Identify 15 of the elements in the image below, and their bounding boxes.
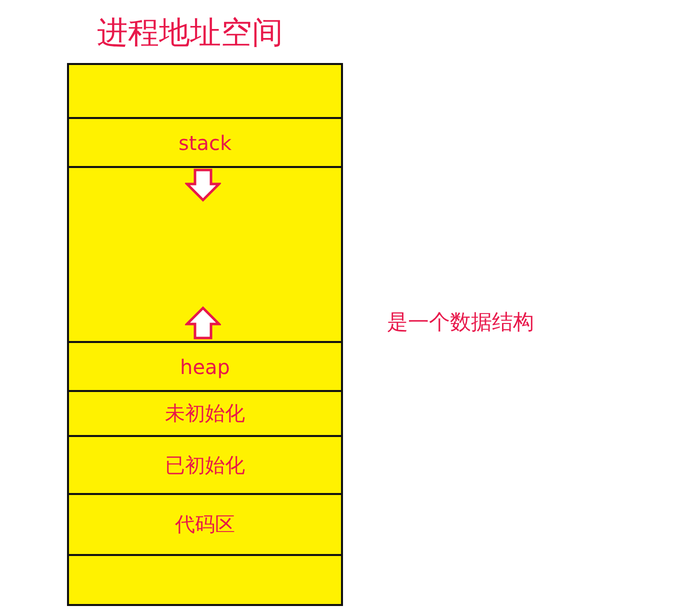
- memory-segment: [67, 435, 343, 495]
- title: 进程地址空间: [97, 14, 283, 53]
- segment-label: heap: [180, 354, 230, 378]
- memory-segment: [67, 117, 343, 168]
- note: 是一个数据结构: [387, 309, 534, 336]
- empty-segment: [67, 63, 343, 119]
- segment-label: 代码区: [175, 511, 235, 538]
- segment-label: 已初始化: [165, 452, 245, 478]
- empty-segment: [67, 166, 343, 343]
- memory-segment: [67, 341, 343, 392]
- memory-segment: [67, 493, 343, 556]
- segment-label: 未初始化: [165, 400, 245, 427]
- segment-label: stack: [178, 130, 232, 154]
- empty-segment: [67, 554, 343, 606]
- memory-segment: [67, 390, 343, 437]
